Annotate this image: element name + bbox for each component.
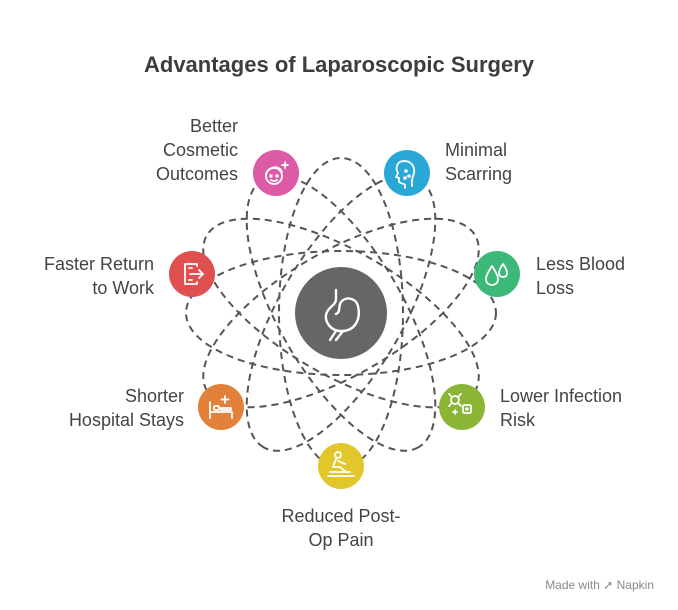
node-minimal-scarring [384, 150, 430, 196]
resting-person-icon [327, 451, 355, 477]
hospital-bed-icon [209, 395, 233, 419]
microbes-icon [448, 393, 472, 415]
orbit-ellipse [185, 250, 497, 376]
label-faster-return-to-work: Faster Return to Work [43, 254, 154, 298]
label-less-blood-loss: Less Blood Loss [536, 254, 626, 298]
exit-door-icon [184, 263, 204, 285]
face-profile-icon [395, 160, 416, 189]
label-better-cosmetic-outcomes: Better Cosmetic Outcomes [155, 116, 238, 184]
napkin-logo-icon: ➚ [603, 578, 614, 592]
footer-text: Made with [545, 578, 600, 592]
stomach-icon [324, 288, 360, 342]
center-circle [295, 267, 387, 359]
blood-drops-icon [485, 263, 508, 286]
label-reduced-post-op-pain: Reduced Post- Op Pain [281, 506, 401, 550]
node-less-blood-loss [474, 251, 520, 297]
label-shorter-hospital-stays: Shorter Hospital Stays [68, 386, 184, 430]
label-lower-infection-risk: Lower Infection Risk [500, 386, 623, 430]
node-faster-return-to-work [169, 251, 215, 297]
label-minimal-scarring: Minimal Scarring [445, 140, 513, 184]
footer-credit: Made with ➚ Napkin [545, 578, 654, 592]
orbit-ellipse [245, 174, 437, 452]
node-shorter-hospital-stays [198, 384, 244, 430]
node-better-cosmetic-outcomes [253, 150, 299, 196]
node-lower-infection-risk [439, 384, 485, 430]
orbit-ellipse [245, 174, 437, 452]
footer-brand: Napkin [616, 578, 654, 592]
center-hub [295, 267, 387, 359]
node-reduced-post-op-pain [318, 443, 364, 489]
diagram-title: Advantages of Laparoscopic Surgery [144, 52, 534, 77]
face-sparkle-icon [265, 161, 289, 185]
